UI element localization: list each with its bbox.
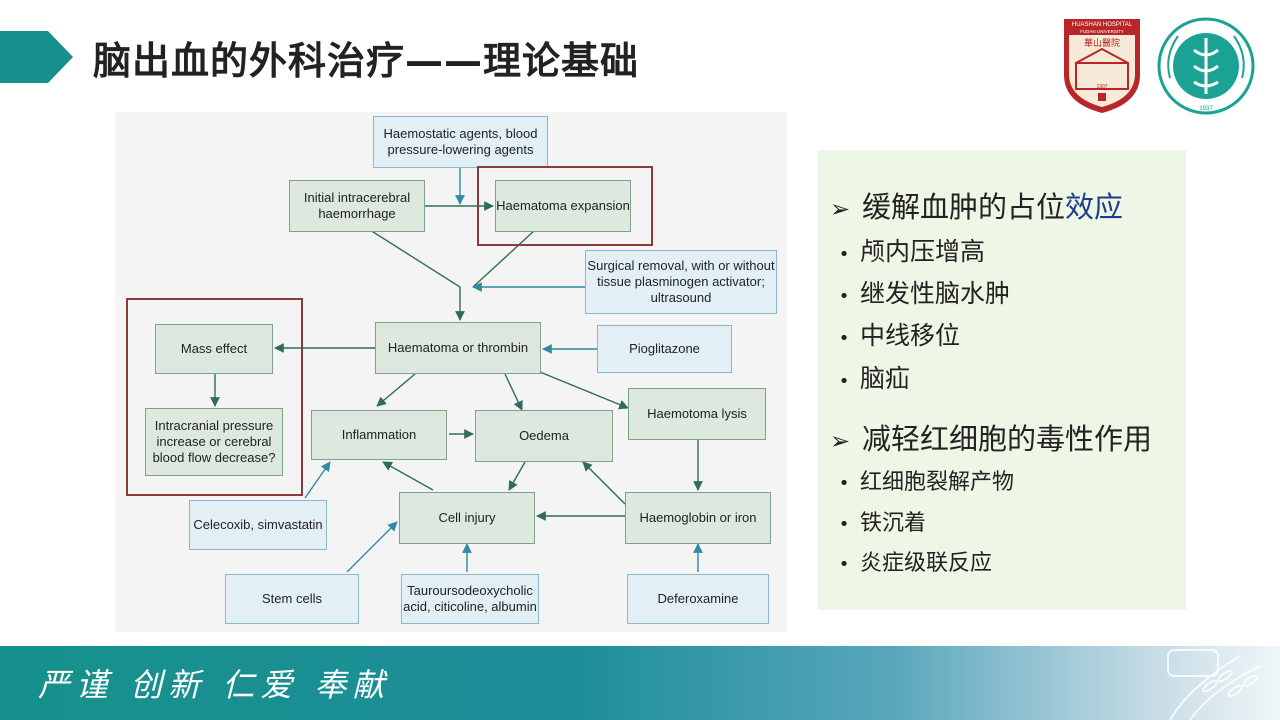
node-haemostatic-agents: Haemostatic agents, blood pressure-lower… (373, 116, 548, 168)
node-pioglitazone: Pioglitazone (597, 325, 732, 373)
footer-banner: 严谨 创新 仁爱 奉献 (0, 646, 1280, 720)
arrow-thrombin-inflammation (376, 373, 416, 407)
arrow-expansion-thrombin (472, 229, 536, 288)
node-stem-cells: Stem cells (225, 574, 359, 624)
list-item: •中线移位 (838, 321, 961, 350)
huashan-hospital-logo: HUASHAN HOSPITAL FUDAN UNIVERSITY 華山醫院 1… (1064, 19, 1140, 113)
slide-title: 脑出血的外科治疗——理论基础 (93, 39, 640, 83)
wheat-decoration-icon (1167, 649, 1261, 720)
node-haematoma-expansion: Haematoma expansion (495, 180, 631, 232)
arrow-oedema-cellinjury (508, 461, 526, 491)
node-mass-effect: Mass effect (155, 324, 273, 374)
arrow-cellinjury-inflammation (382, 461, 434, 491)
node-deferoxamine: Deferoxamine (627, 574, 769, 624)
arrow-thrombin-lysis (539, 371, 629, 410)
highlight-expansion-box (477, 166, 653, 246)
section-heading-rbc-toxicity: ➢减轻红细胞的毒性作用 (830, 422, 1153, 456)
node-surgical-removal: Surgical removal, with or without tissue… (585, 250, 777, 314)
node-inflammation: Inflammation (311, 410, 447, 460)
section-heading-mass-effect: ➢缓解血肿的占位效应 (830, 190, 1124, 224)
list-item: •炎症级联反应 (838, 551, 993, 576)
node-haemoglobin-iron: Haemoglobin or iron (625, 492, 771, 544)
arrow-thrombin-oedema (504, 373, 523, 411)
arrow-haemoglobin-oedema (582, 461, 626, 505)
svg-text:HUASHAN HOSPITAL: HUASHAN HOSPITAL (1072, 22, 1133, 28)
list-item: •颅内压增高 (838, 237, 986, 266)
highlight-mass-effect-box (126, 298, 303, 496)
node-cell-injury: Cell injury (399, 492, 535, 544)
list-item: •脑疝 (838, 364, 911, 393)
node-haematoma-thrombin: Haematoma or thrombin (375, 322, 541, 374)
arrow-stem-inhibit (346, 521, 398, 573)
arrow-bullet-icon: ➢ (830, 427, 851, 455)
list-item: •铁沉着 (838, 511, 927, 536)
pathophysiology-diagram: Haemostatic agents, blood pressure-lower… (115, 112, 787, 632)
svg-text:1937: 1937 (1199, 106, 1213, 112)
node-intracranial-pressure: Intracranial pressure increase or cerebr… (145, 408, 283, 476)
arrow-initial-thrombin (369, 229, 465, 321)
footer-motto: 严谨 创新 仁爱 奉献 (38, 666, 391, 704)
node-tauroursodeoxycholic: Tauroursodeoxycholic acid, citicoline, a… (401, 574, 539, 624)
svg-text:華山醫院: 華山醫院 (1084, 37, 1120, 49)
fujian-university-hospital-logo: 1937 (1157, 17, 1255, 115)
list-item: •红细胞裂解产物 (838, 470, 1015, 495)
arrow-bullet-icon: ➢ (830, 195, 851, 223)
arrow-celecoxib-inhibit (304, 461, 331, 499)
node-celecoxib: Celecoxib, simvastatin (189, 500, 327, 550)
svg-text:1907: 1907 (1096, 84, 1107, 90)
header-accent-bar (0, 31, 73, 83)
node-oedema: Oedema (475, 410, 613, 462)
node-initial-haemorrhage: Initial intracerebral haemorrhage (289, 180, 425, 232)
diagram-arrows (210, 166, 703, 573)
svg-text:FUDAN UNIVERSITY: FUDAN UNIVERSITY (1080, 29, 1124, 34)
list-item: •继发性脑水肿 (838, 279, 1011, 308)
node-haemotoma-lysis: Haemotoma lysis (628, 388, 766, 440)
key-points-panel: ➢缓解血肿的占位效应 •颅内压增高 •继发性脑水肿 •中线移位 •脑疝 ➢减轻红… (818, 150, 1186, 610)
